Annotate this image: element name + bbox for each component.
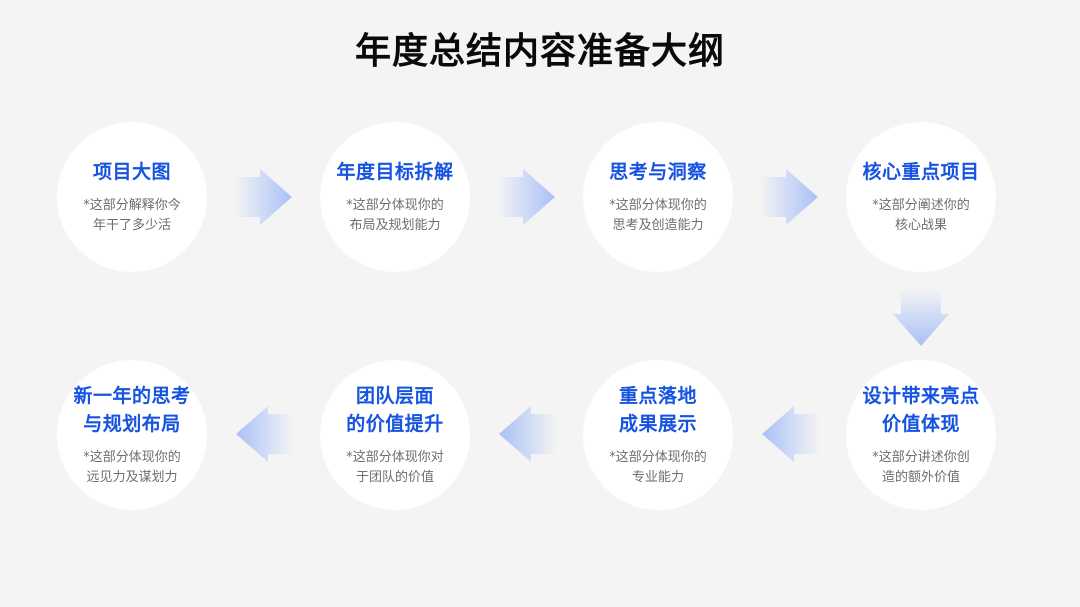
step-7-circle: 团队层面 的价值提升 *这部分体现你对 于团队的价值 [320, 360, 470, 510]
step-4-description: *这部分阐述你的 核心战果 [872, 198, 970, 233]
arrow-right-icon [760, 169, 818, 225]
arrow-left-icon [499, 406, 557, 462]
step-7-heading: 团队层面 的价值提升 [346, 385, 444, 435]
arrow-right-icon [234, 169, 292, 225]
step-7-description: *这部分体现你对 于团队的价值 [346, 450, 444, 485]
step-1-description: *这部分解释你今 年干了多少活 [83, 198, 181, 233]
step-4-circle: 核心重点项目 *这部分阐述你的 核心战果 [846, 122, 996, 272]
step-6-heading: 重点落地 成果展示 [618, 385, 697, 435]
step-5-circle: 设计带来亮点 价值体现 *这部分讲述你创 造的额外价值 [846, 360, 996, 510]
step-8-heading: 新一年的思考 与规划布局 [73, 385, 191, 435]
step-3-circle: 思考与洞察 *这部分体现你的 思考及创造能力 [583, 122, 733, 272]
step-5-heading: 设计带来亮点 价值体现 [862, 385, 980, 435]
arrow-down-icon [893, 288, 949, 346]
step-8-circle: 新一年的思考 与规划布局 *这部分体现你的 远见力及谋划力 [57, 360, 207, 510]
step-8-description: *这部分体现你的 远见力及谋划力 [83, 450, 181, 485]
step-6-description: *这部分体现你的 专业能力 [609, 450, 707, 485]
step-2-description: *这部分体现你的 布局及规划能力 [346, 198, 444, 233]
step-1-heading: 项目大图 [92, 161, 171, 183]
step-6-circle: 重点落地 成果展示 *这部分体现你的 专业能力 [583, 360, 733, 510]
arrow-left-icon [762, 406, 820, 462]
step-5-description: *这部分讲述你创 造的额外价值 [872, 450, 970, 485]
step-1-circle: 项目大图 *这部分解释你今 年干了多少活 [57, 122, 207, 272]
step-3-description: *这部分体现你的 思考及创造能力 [609, 198, 707, 233]
step-2-heading: 年度目标拆解 [336, 161, 454, 183]
page-title: 年度总结内容准备大纲 [354, 31, 725, 72]
arrow-right-icon [497, 169, 555, 225]
step-2-circle: 年度目标拆解 *这部分体现你的 布局及规划能力 [320, 122, 470, 272]
step-3-heading: 思考与洞察 [609, 161, 707, 183]
arrow-left-icon [236, 406, 294, 462]
step-4-heading: 核心重点项目 [862, 161, 980, 183]
